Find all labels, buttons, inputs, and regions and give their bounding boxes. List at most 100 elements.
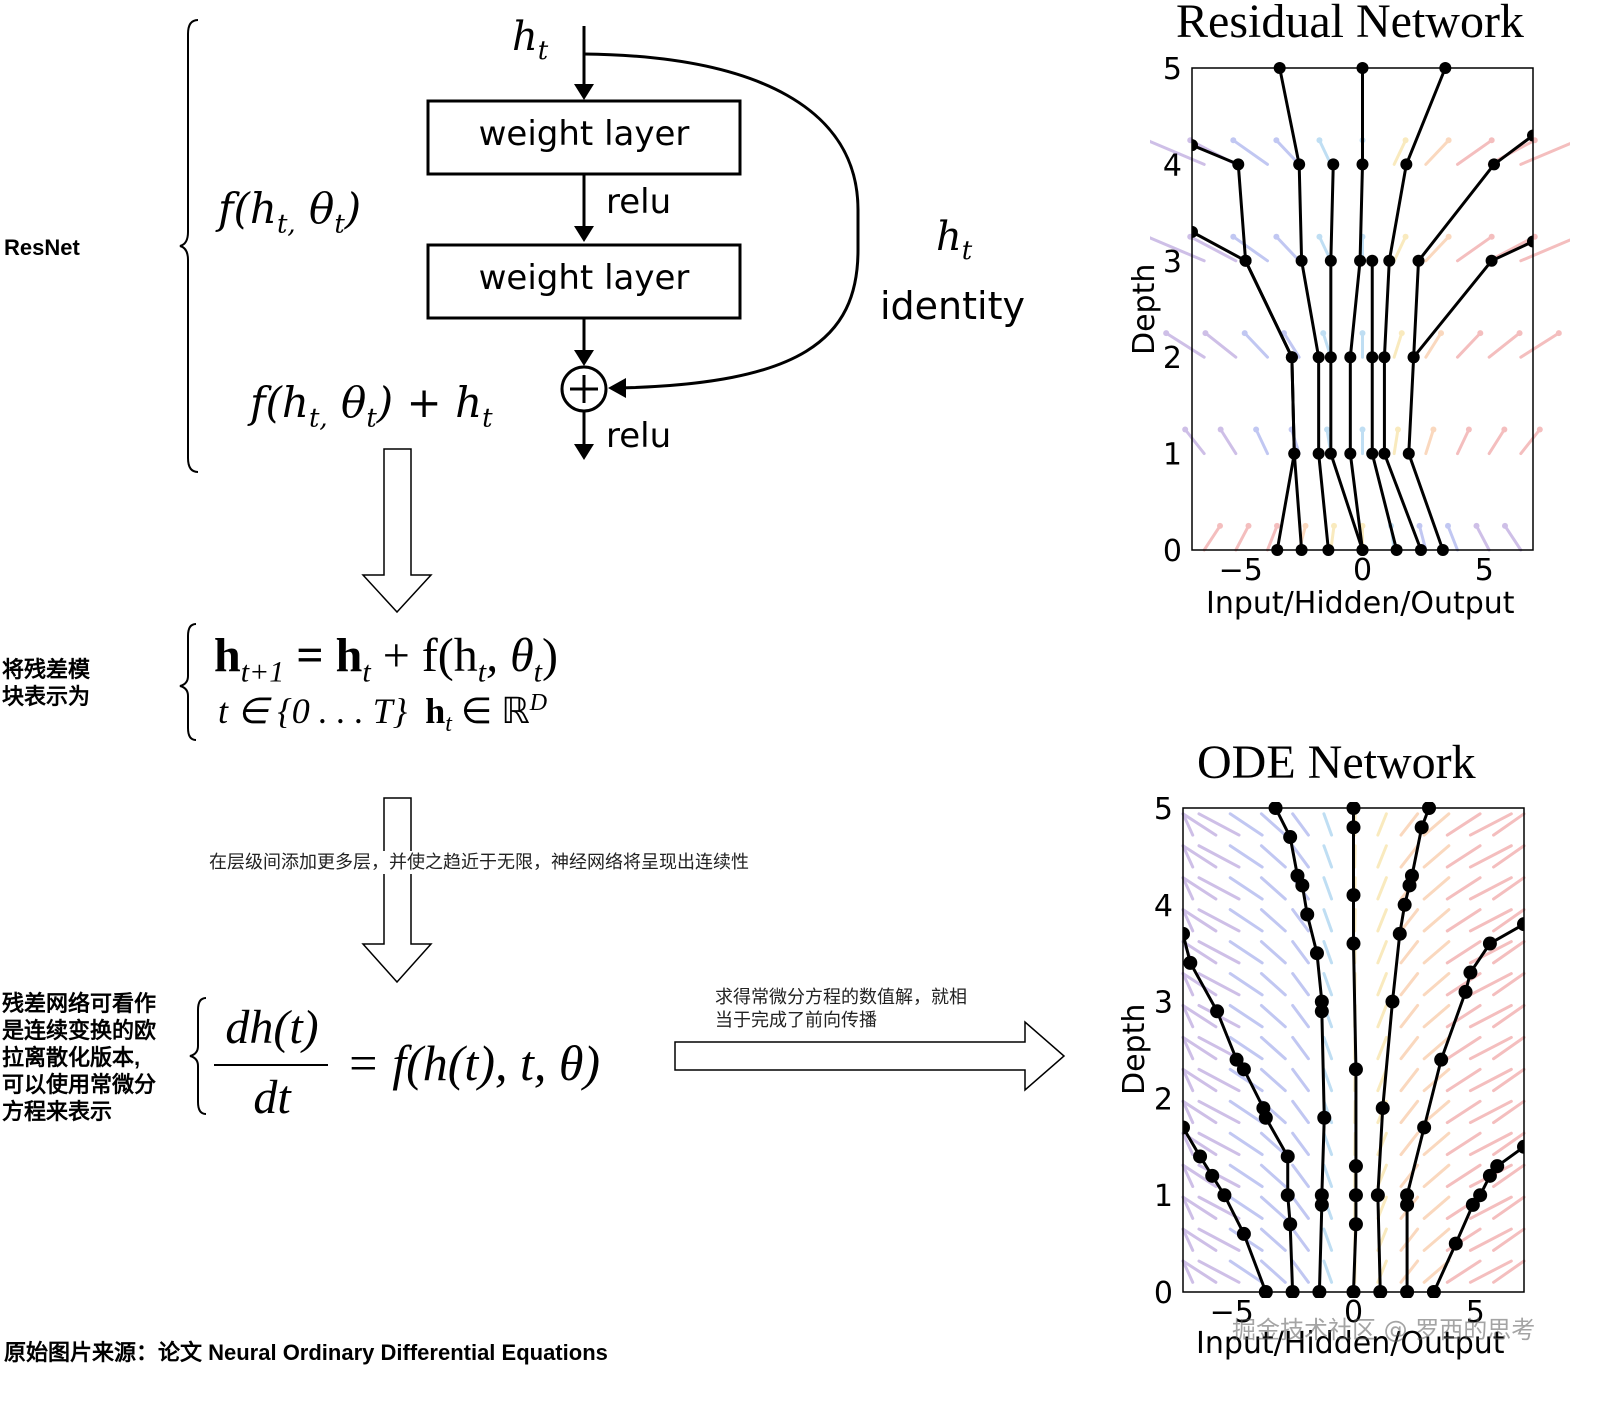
trajectory-point — [1205, 1168, 1220, 1183]
trajectory-point — [1458, 984, 1473, 999]
vector-arrow — [1399, 1099, 1420, 1125]
vector-arrow — [1492, 1163, 1526, 1188]
trajectory-point — [1192, 139, 1198, 152]
y-tick-label: 0 — [1163, 534, 1182, 569]
vector-arrow — [1228, 940, 1264, 965]
ode-network-title: ODE Network — [1197, 736, 1476, 789]
x-tick-label: 0 — [1353, 553, 1372, 588]
trajectory-point — [1348, 1159, 1363, 1174]
vector-arrow — [1259, 1035, 1287, 1061]
vector-arrow — [1468, 1035, 1513, 1061]
vector-arrow — [1254, 428, 1270, 456]
vector-arrow — [1322, 972, 1334, 997]
trajectory-line — [1192, 143, 1304, 551]
trajectory-point — [1344, 351, 1357, 364]
vector-arrowhead — [1217, 426, 1224, 433]
trajectory-point — [1448, 1236, 1463, 1251]
vector-arrow — [1376, 1003, 1388, 1029]
fraction-bar — [214, 1064, 328, 1066]
vector-arrow — [1181, 1227, 1195, 1252]
vector-arrow — [1259, 1131, 1287, 1157]
diagram-connectors — [179, 19, 1066, 1115]
y-tick-label: 4 — [1163, 148, 1182, 183]
y-tick-label: 2 — [1163, 341, 1182, 376]
vector-arrow — [1259, 844, 1287, 869]
vector-arrow — [1259, 1195, 1287, 1220]
vector-arrow — [1322, 1131, 1334, 1157]
vector-arrow — [1492, 844, 1526, 869]
trajectory-point — [1348, 1188, 1363, 1203]
trajectory-point — [1463, 965, 1478, 980]
vector-arrow — [1181, 812, 1218, 837]
vector-arrowhead — [1465, 426, 1472, 433]
vector-arrow — [1492, 1003, 1526, 1029]
vector-arrow — [1181, 1195, 1195, 1220]
vector-arrow — [1197, 972, 1241, 997]
vector-arrow — [1492, 1131, 1526, 1157]
vector-arrow — [1422, 972, 1451, 997]
vector-arrow — [1376, 908, 1388, 933]
identity-ht-label: ht — [936, 214, 973, 266]
trajectory-point — [1280, 1149, 1295, 1164]
vector-arrow — [1150, 236, 1206, 263]
vector-arrowhead — [1359, 330, 1366, 337]
vector-arrow — [1322, 1035, 1334, 1061]
trajectory-point — [1239, 254, 1252, 267]
trajectory-point — [1473, 1188, 1488, 1203]
trajectory-point — [1422, 802, 1437, 815]
vector-arrowhead — [1416, 522, 1423, 529]
vector-arrow — [1468, 908, 1513, 933]
vector-arrow — [1445, 844, 1482, 869]
y-tick-label: 5 — [1163, 52, 1182, 87]
vector-arrowhead — [1245, 522, 1252, 529]
vector-arrow — [1422, 1003, 1451, 1029]
relu-1-label: relu — [606, 182, 672, 222]
vector-arrow — [1422, 908, 1451, 933]
vector-arrow — [1468, 1227, 1513, 1252]
more-layers-note: 在层级间添加更多层，并使之趋近于无限，神经网络将呈现出连续性 — [209, 851, 749, 874]
vector-arrow — [1228, 1035, 1264, 1061]
vector-arrow — [1392, 428, 1400, 456]
trajectory-point — [1183, 926, 1190, 941]
trajectory-point — [1193, 1149, 1208, 1164]
vector-arrow — [1422, 844, 1451, 869]
vector-arrow — [1445, 940, 1482, 965]
vector-arrow — [1291, 908, 1310, 933]
trajectory-point — [1314, 994, 1329, 1009]
vector-arrow — [1219, 428, 1238, 456]
vector-arrow — [1181, 1131, 1195, 1157]
trajectory-line — [1376, 807, 1431, 1293]
vector-arrow — [1291, 940, 1310, 965]
vector-arrow — [1519, 331, 1561, 359]
residual-xlabel: Input/Hidden/Output — [1206, 586, 1515, 621]
trajectory-point — [1327, 158, 1340, 171]
trajectory-point — [1312, 447, 1325, 460]
trajectory-point — [1271, 544, 1284, 556]
vector-arrow — [1181, 1227, 1218, 1252]
vector-arrowhead — [1477, 330, 1484, 337]
y-tick-label: 2 — [1154, 1082, 1173, 1117]
trajectory-line — [1348, 68, 1364, 551]
trajectory-traj-5 — [1344, 62, 1369, 556]
trajectory-traj-3 — [1273, 62, 1335, 556]
vector-arrow — [1197, 1131, 1241, 1157]
vector-arrow — [1322, 1227, 1334, 1252]
vector-arrow — [1291, 1259, 1310, 1284]
trajectory-point — [1322, 544, 1335, 556]
vector-arrow — [1197, 1067, 1241, 1093]
trajectory-point — [1426, 1285, 1441, 1298]
vector-arrowhead — [1536, 426, 1543, 433]
vector-arrow — [1228, 1131, 1264, 1157]
trajectory-point — [1378, 351, 1391, 364]
vector-arrow — [1228, 1067, 1264, 1093]
vector-arrow — [1181, 908, 1195, 933]
vector-arrowhead — [1316, 233, 1323, 240]
trajectory-point — [1356, 544, 1369, 556]
vector-arrow — [1228, 1163, 1264, 1188]
vector-arrow — [1183, 428, 1206, 456]
down-arrow-2 — [361, 797, 433, 984]
trajectory-point — [1517, 917, 1524, 932]
vector-arrow — [1445, 1067, 1482, 1093]
resnet-label: ResNet — [4, 235, 80, 260]
y-tick-label: 1 — [1154, 1179, 1173, 1214]
